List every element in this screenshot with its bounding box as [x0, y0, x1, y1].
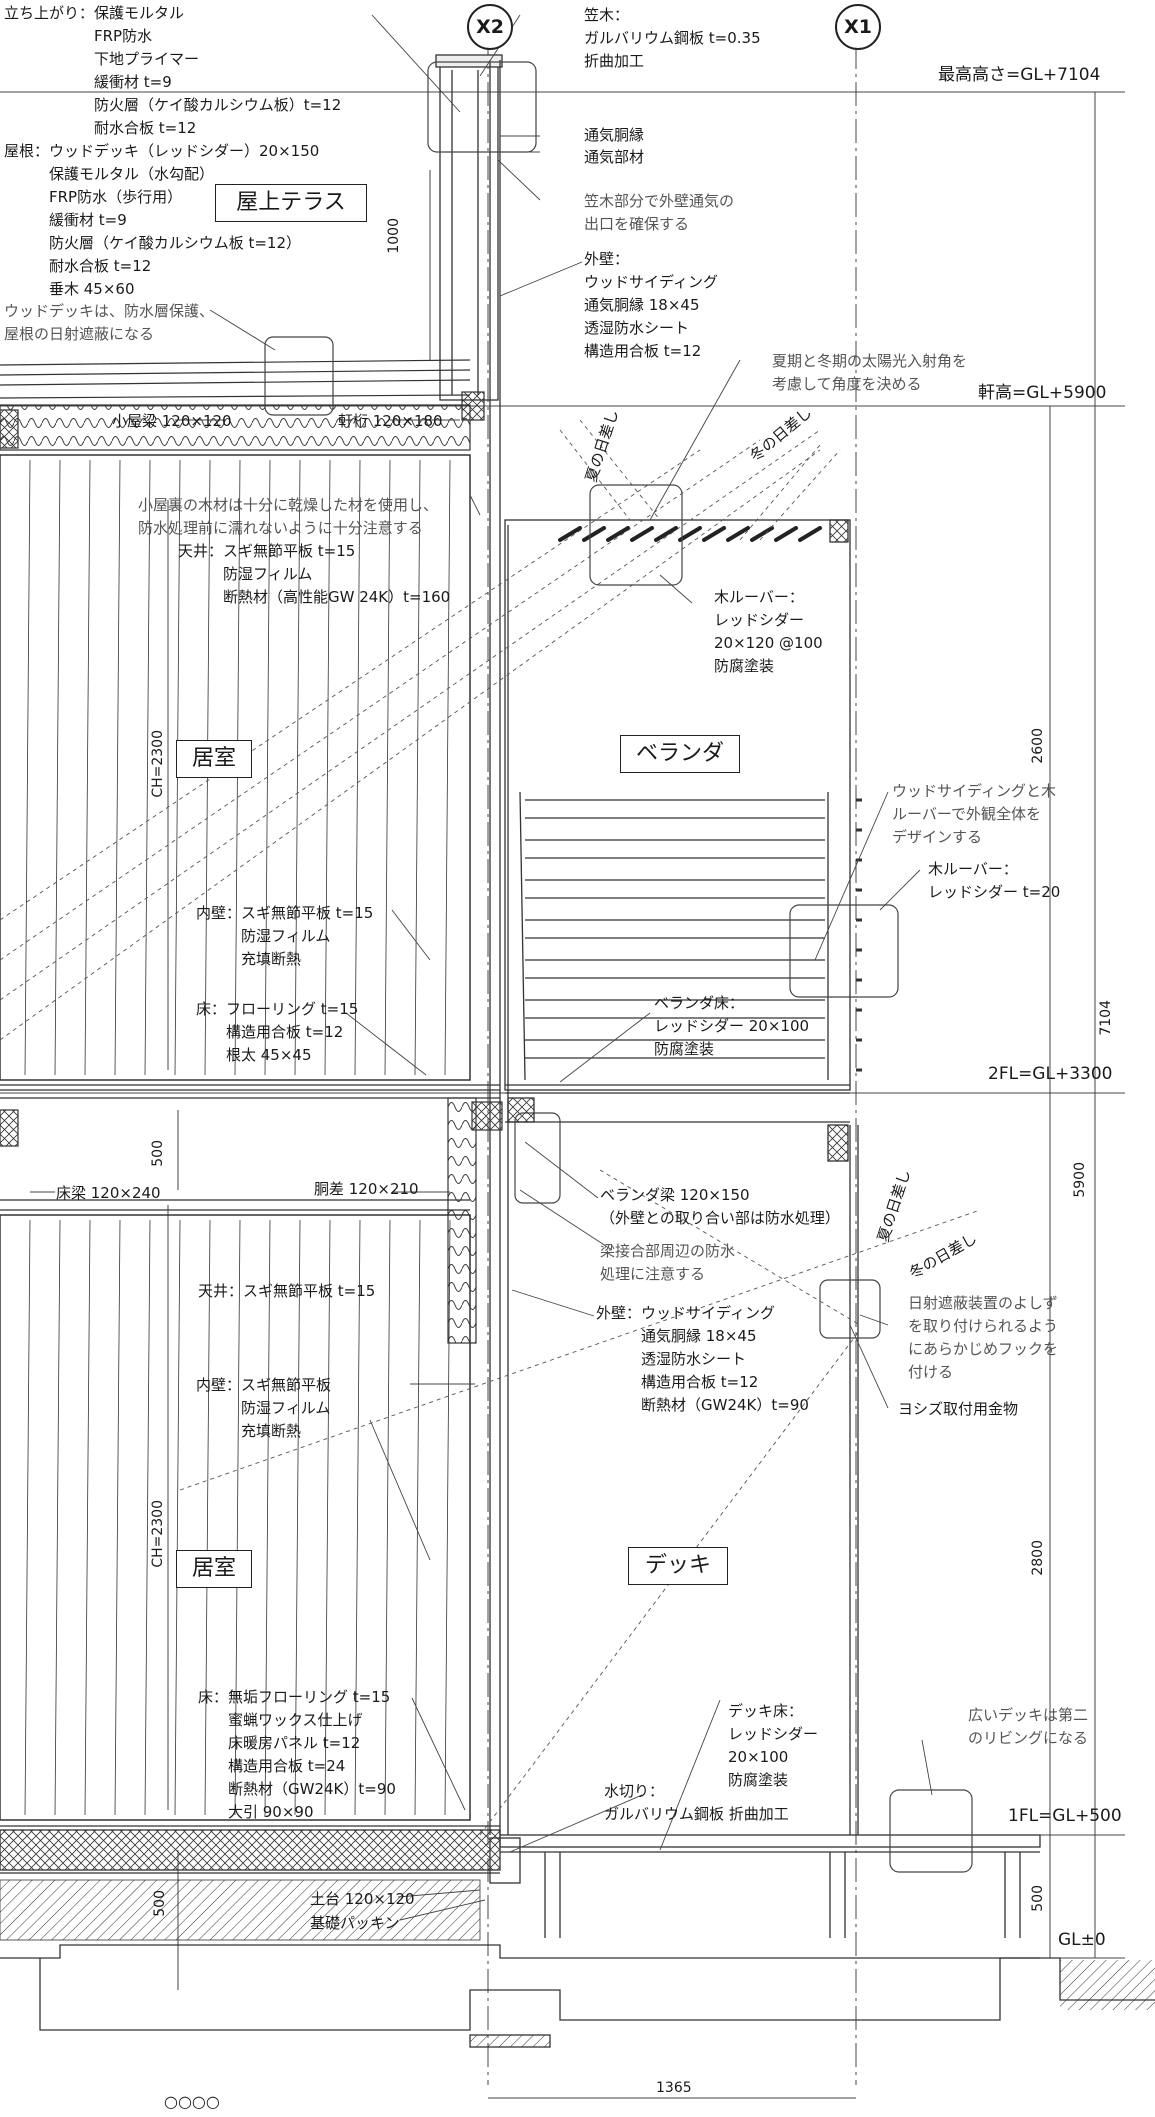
- room-label-deck: デッキ: [628, 1547, 728, 1585]
- note-deck-floor: デッキ床： レッドシダー 20×100 防腐塗装: [728, 1702, 819, 1789]
- room-label-roof-terrace: 屋上テラス: [215, 184, 367, 222]
- footer-circles: ○○○○: [164, 2092, 220, 2111]
- label-packing: 基礎パッキン: [310, 1914, 400, 1932]
- dim-5900: 5900: [1072, 1162, 1088, 1198]
- label-yukabari: 床梁 120×240: [56, 1184, 161, 1202]
- roof-louvers: [558, 526, 822, 542]
- sun-rays: [0, 419, 981, 1836]
- veranda: [504, 519, 859, 1835]
- note-floor-lower: 床：無垢フローリング t=15 蜜蝋ワックス仕上げ 床暖房パネル t=12 構造…: [198, 1688, 396, 1821]
- note-outer-wall-upper: 外壁： ウッドサイディング 通気胴縁 18×45 透湿防水シート 構造用合板 t…: [584, 250, 718, 360]
- label-yoshizu: ヨシズ取付用金物: [898, 1400, 1019, 1418]
- label-dosashi: 胴差 120×210: [314, 1180, 419, 1198]
- note-kasagi: 笠木： ガルバリウム鋼板 t=0.35 折曲加工: [584, 6, 761, 70]
- level-gl: GL±0: [1058, 1930, 1106, 1950]
- note-wood-deck: ウッドデッキは、防水層保護、 屋根の日射遮蔽になる: [4, 302, 215, 343]
- floor-2: [0, 1084, 503, 1344]
- level-eave: 軒高=GL+5900: [978, 383, 1107, 403]
- note-kasagi-vent: 笠木部分で外壁通気の 出口を確保する: [584, 192, 735, 233]
- note-joint: 梁接合部周辺の防水 処理に注意する: [600, 1242, 736, 1283]
- level-1fl: 1FL=GL+500: [1008, 1806, 1122, 1826]
- lower-room: [0, 1214, 471, 1821]
- note-parapet-finish: 立ち上がり：保護モルタル FRP防水 下地プライマー 緩衝材 t=9 防火層（ケ…: [4, 4, 342, 137]
- parapet: [435, 54, 509, 1835]
- dim-gap: 500: [150, 1140, 166, 1167]
- note-shading: 日射遮蔽装置のよしず を取り付けられるよう にあらかじめフックを 付ける: [908, 1294, 1059, 1381]
- note-veranda-floor: ベランダ床： レッドシダー 20×100 防腐塗装: [654, 994, 810, 1058]
- grid-bubble-x2: X2: [467, 4, 513, 50]
- note-living: 広いデッキは第二 のリビングになる: [968, 1706, 1089, 1747]
- side-louvers: [856, 798, 862, 1072]
- dim-ch-upper: CH=2300: [150, 730, 166, 798]
- grid-bubble-x1: X1: [835, 4, 881, 50]
- room-label-upper: 居室: [176, 740, 252, 778]
- dim-500-right: 500: [1030, 1885, 1046, 1912]
- dim-7104: 7104: [1098, 1000, 1114, 1036]
- note-ceiling-lower: 天井：スギ無節平板 t=15: [198, 1282, 376, 1300]
- note-louver-side: 木ルーバー： レッドシダー t=20: [928, 860, 1061, 901]
- dim-base: 500: [152, 1890, 168, 1917]
- room-label-lower: 居室: [176, 1550, 252, 1588]
- grid-lines: [487, 45, 857, 2085]
- note-tsuki-buzai: 通気部材: [584, 148, 645, 166]
- dim-ch-lower: CH=2300: [150, 1500, 166, 1568]
- label-koyabari: 小屋梁 120×120: [112, 412, 232, 430]
- note-veranda-beam: ベランダ梁 120×150 （外壁との取り合い部は防水処理）: [600, 1186, 840, 1227]
- dim-parapet: 1000: [386, 218, 402, 254]
- note-roof-build-up: 屋根：ウッドデッキ（レッドシダー）20×150 保護モルタル（水勾配） FRP防…: [4, 142, 320, 298]
- leader-lines: [30, 14, 933, 1921]
- level-2fl: 2FL=GL+3300: [988, 1064, 1113, 1084]
- note-sun-angle: 夏期と冬期の太陽光入射角を 考慮して角度を決める: [772, 352, 968, 393]
- note-ceiling-upper: 天井：スギ無節平板 t=15 防湿フィルム 断熱材（高性能GW 24K）t=16…: [178, 542, 451, 606]
- note-mizukiri: 水切り： ガルバリウム鋼板 折曲加工: [604, 1782, 789, 1823]
- note-inner-wall-upper: 内壁：スギ無節平板 t=15 防湿フィルム 充填断熱: [196, 904, 374, 968]
- dim-2600: 2600: [1030, 728, 1046, 764]
- note-inner-wall-lower: 内壁：スギ無節平板 防湿フィルム 充填断熱: [196, 1376, 332, 1440]
- veranda-louvers: [525, 799, 825, 1059]
- level-top: 最高高さ=GL+7104: [938, 65, 1101, 85]
- deck-and-foundation: [0, 1825, 1155, 2048]
- note-tsuki-dobuchi: 通気胴縁: [584, 126, 645, 144]
- note-attic: 小屋裏の木材は十分に乾燥した材を使用し、 防水処理前に濡れないように十分注意する: [138, 496, 439, 537]
- note-design: ウッドサイディングと木 ルーバーで外観全体を デザインする: [892, 782, 1056, 846]
- dim-width: 1365: [656, 2080, 692, 2096]
- roof-assembly: [0, 359, 485, 451]
- room-label-veranda: ベランダ: [620, 735, 740, 773]
- note-outer-wall-lower: 外壁：ウッドサイディング 通気胴縁 18×45 透湿防水シート 構造用合板 t=…: [596, 1304, 809, 1414]
- note-louver-top: 木ルーバー： レッドシダー 20×120 @100 防腐塗装: [714, 588, 823, 675]
- label-nokigeta: 軒桁 120×180: [338, 412, 443, 430]
- label-dodai: 土台 120×120: [310, 1890, 415, 1908]
- note-floor-upper: 床：フローリング t=15 構造用合板 t=12 根太 45×45: [196, 1000, 359, 1064]
- dim-2800: 2800: [1030, 1540, 1046, 1576]
